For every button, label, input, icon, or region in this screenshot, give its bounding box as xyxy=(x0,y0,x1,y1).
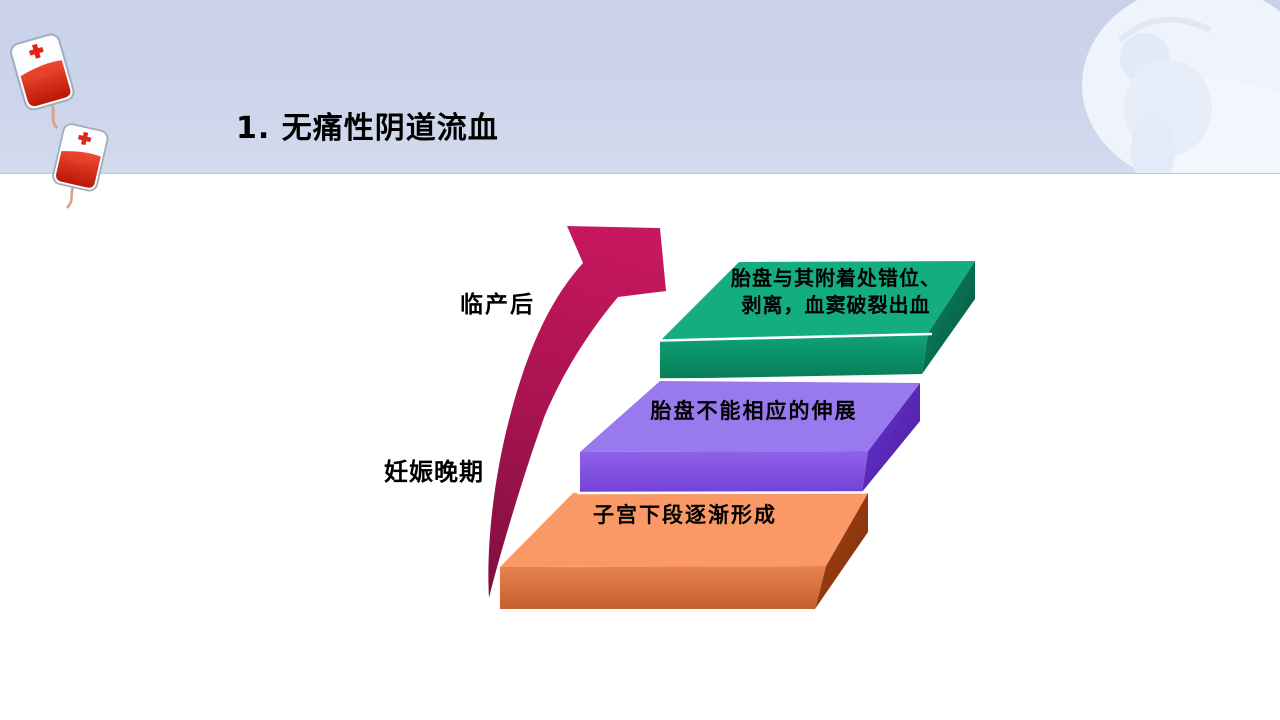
label-after-labor: 临产后 xyxy=(460,292,535,318)
step-top-text-line2: 剥离，血窦破裂出血 xyxy=(741,293,931,317)
step-bottom-box xyxy=(500,493,868,609)
label-late-pregnancy: 妊娠晚期 xyxy=(384,458,484,486)
page-title: 1. 无痛性阴道流血 xyxy=(236,111,499,146)
blood-bag-icon xyxy=(10,33,75,130)
step-bottom-text: 子宫下段逐渐形成 xyxy=(593,503,777,527)
edge-highlight xyxy=(656,376,925,381)
fetus-watermark xyxy=(1082,0,1280,173)
edge-highlight xyxy=(576,491,867,495)
step-top-top-face xyxy=(660,261,975,341)
step-middle-box xyxy=(580,381,920,493)
header-band xyxy=(0,0,1280,174)
step-top-front-face xyxy=(660,333,928,379)
step-bottom-side-face xyxy=(815,493,868,609)
step-bottom-top-face xyxy=(500,493,868,567)
step-middle-front-face xyxy=(580,451,868,493)
step-middle-top-face xyxy=(580,381,920,452)
edge-highlight xyxy=(659,332,933,342)
growth-arrow-icon xyxy=(488,226,666,598)
blood-bag-icon xyxy=(52,123,109,209)
step-middle-text: 胎盘不能相应的伸展 xyxy=(650,399,858,423)
step-top-side-face xyxy=(922,261,975,374)
step-bottom-front-face xyxy=(500,566,826,609)
step-top-box xyxy=(660,261,975,379)
step-top-text: 胎盘与其附着处错位、 剥离，血窦破裂出血 xyxy=(676,265,996,319)
step-top-text-line1: 胎盘与其附着处错位、 xyxy=(731,266,941,290)
step-middle-side-face xyxy=(862,383,920,492)
